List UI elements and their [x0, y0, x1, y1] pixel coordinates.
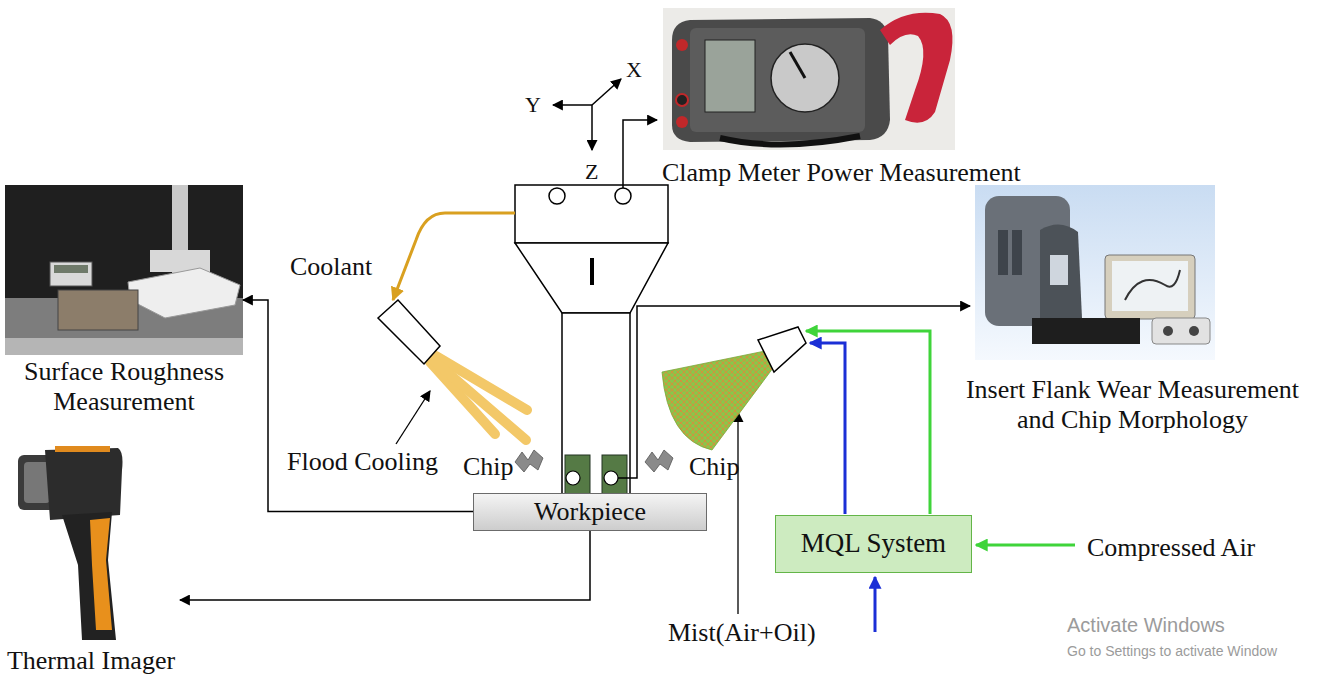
spindle-tool-part — [604, 471, 618, 485]
chip-icon-part — [515, 450, 543, 472]
watermark: Activate Windows — [1067, 614, 1225, 637]
callout-label: Mist(Air+Oil) — [668, 618, 816, 648]
spindle-tool-part — [566, 471, 580, 485]
microscope-photo-part — [1105, 255, 1195, 319]
clamp-meter-photo-part — [880, 13, 952, 123]
microscope-photo-part — [1163, 326, 1173, 336]
node-text: Clamp Meter Power Measurement — [662, 158, 1047, 188]
clamp-meter-photo — [663, 8, 955, 150]
clamp-meter-photo-part — [790, 52, 805, 78]
workpiece-box: Workpiece — [473, 493, 707, 531]
microscope-photo-part — [998, 230, 1008, 275]
microscope-photo — [975, 185, 1215, 360]
photo-panel: Thermal Imager — [2, 438, 180, 676]
surface-roughness-photo — [5, 185, 243, 355]
spindle-tool-part — [590, 258, 594, 285]
thermal-imager-photo-part — [90, 518, 112, 630]
spindle-tool-part — [515, 243, 668, 313]
leader-lines-part — [396, 391, 430, 444]
chip-label: Chip — [689, 452, 740, 482]
axis-triad — [553, 79, 621, 150]
flow-label: Compressed Air — [1087, 533, 1255, 563]
surface-roughness-photo-part — [58, 290, 138, 330]
mql-nozzle-part — [874, 577, 877, 632]
axis-triad-part — [592, 79, 621, 105]
chip-label: Chip — [463, 452, 514, 482]
microscope-photo-part — [1125, 270, 1180, 300]
clamp-meter-photo-part — [676, 116, 688, 128]
leader-lines-part — [737, 412, 738, 614]
microscope-photo-part — [1189, 326, 1199, 336]
photo-panel: Surface Roughness Measurement — [5, 185, 243, 417]
axis-triad-part — [591, 105, 593, 150]
axis-label: Y — [525, 92, 541, 117]
thermal-imager-photo-part — [62, 512, 116, 640]
connector-arrow — [243, 300, 473, 512]
axis-label: X — [626, 57, 642, 82]
surface-roughness-photo-part — [128, 268, 240, 318]
mql-nozzle-part — [758, 327, 806, 372]
clamp-meter-photo-part — [676, 94, 688, 106]
photo-panel: Insert Flank Wear Measurement and Chip M… — [955, 185, 1310, 435]
clamp-meter-photo-part — [672, 18, 890, 142]
spindle-tool-part — [515, 185, 668, 243]
mql-nozzle-part — [976, 544, 1075, 547]
node-text: MQL System — [801, 528, 946, 559]
microscope-photo-part — [1032, 318, 1140, 344]
thermal-imager-photo-part — [45, 448, 123, 520]
photo-panel: Clamp Meter Power Measurement — [662, 4, 1047, 188]
spindle-tool-part — [549, 188, 565, 204]
axis-label: Z — [585, 159, 598, 184]
watermark: Go to Settings to activate Window — [1067, 643, 1277, 659]
node-text: Insert Flank Wear Measurement and Chip M… — [955, 375, 1310, 435]
microscope-photo-part — [1112, 261, 1188, 311]
spindle-tool-part — [615, 188, 631, 204]
microscope-photo-part — [975, 185, 1215, 360]
surface-roughness-photo-part — [54, 265, 88, 273]
node-text: Thermal Imager — [2, 646, 180, 676]
flood-cooling-nozzle — [378, 213, 527, 440]
axis-triad-part — [553, 104, 592, 106]
mql-nozzle — [662, 327, 1075, 632]
microscope-photo-part — [1040, 224, 1082, 318]
microscope-photo-part — [1050, 255, 1068, 285]
leader-lines — [396, 120, 970, 614]
microscope-photo-part — [1012, 230, 1022, 275]
chip-icon — [515, 450, 673, 472]
flood-cooling-nozzle-part — [378, 300, 440, 364]
clamp-meter-photo-part — [663, 8, 955, 150]
thermal-imager-photo — [18, 446, 123, 640]
spindle-tool — [515, 185, 668, 505]
clamp-meter-photo-part — [676, 39, 688, 51]
flood-cooling-nozzle-part — [393, 213, 515, 300]
clamp-meter-photo-part — [771, 44, 839, 112]
microscope-photo-part — [1152, 318, 1210, 344]
callout-label: Flood Cooling — [287, 447, 438, 477]
thermal-imager-photo-part — [55, 446, 110, 452]
connector-arrow — [180, 531, 590, 601]
clamp-meter-photo-part — [720, 136, 860, 145]
leader-lines-part — [623, 120, 657, 188]
thermal-imager-photo-part — [24, 462, 50, 503]
spindle-tool-part — [562, 313, 630, 505]
clamp-meter-photo-part — [690, 28, 865, 132]
clamp-meter-photo-part — [705, 40, 755, 112]
flood-cooling-nozzle-part — [433, 360, 526, 440]
mql-nozzle-part — [810, 343, 845, 514]
mql-nozzle-part — [662, 350, 776, 450]
surface-roughness-photo-part — [5, 185, 243, 355]
surface-roughness-photo-part — [50, 262, 92, 286]
node-text: Surface Roughness Measurement — [5, 357, 243, 417]
chip-icon-part — [645, 450, 673, 472]
mql-nozzle-part — [806, 331, 930, 514]
flow-label: Coolant — [290, 252, 372, 282]
system-box: MQL System — [775, 515, 972, 573]
surface-roughness-photo-part — [5, 338, 243, 355]
node-text: Workpiece — [534, 497, 646, 527]
